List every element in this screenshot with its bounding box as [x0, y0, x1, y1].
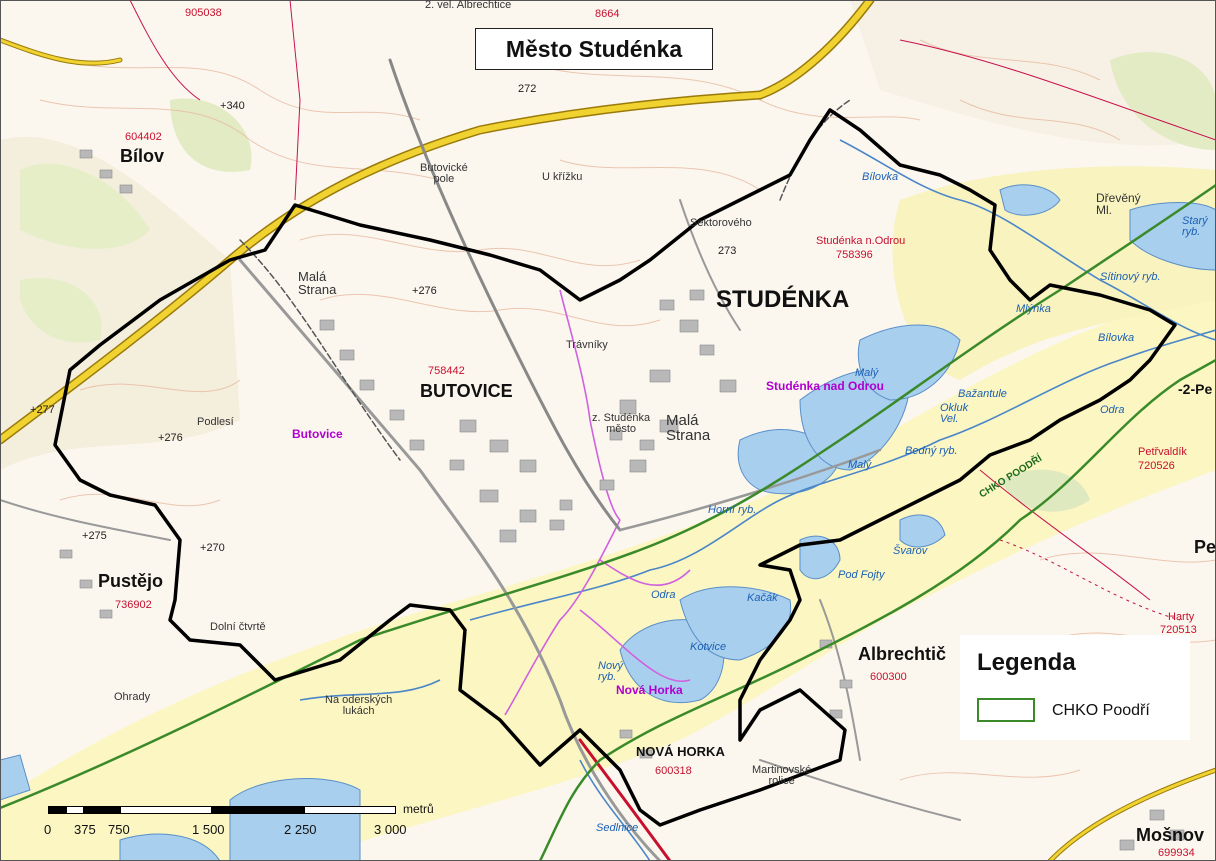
- label-bilovka-2: Bílovka: [1098, 332, 1135, 344]
- label-bazantule: Bažantule: [958, 388, 1007, 400]
- label-mala-strana-1: Malá Strana: [298, 269, 337, 297]
- label-mlynka: Mlýnka: [1016, 303, 1051, 315]
- elev-276b: +276: [158, 432, 183, 444]
- label-stary: Starý ryb.: [1182, 215, 1208, 238]
- map-title-box: Město Studénka: [475, 28, 713, 70]
- label-horni-ryb: Horní ryb.: [708, 504, 757, 516]
- scale-tick-750: 750: [108, 822, 130, 837]
- label-odra-1: Odra: [651, 589, 676, 601]
- scale-tick-2250: 2 250: [284, 822, 317, 837]
- label-nova-horka: NOVÁ HORKA: [636, 744, 725, 759]
- scale-seg-5: [212, 806, 304, 814]
- elev-276a: +276: [412, 285, 437, 297]
- scale-seg-4: [120, 806, 212, 814]
- elev-273: 273: [718, 245, 737, 257]
- elev-275: +275: [82, 530, 107, 542]
- label-butovicke-pole: Butovické pole: [420, 162, 468, 185]
- label-butovice: BUTOVICE: [420, 381, 513, 401]
- label-mala-strana-2: Malá Strana: [666, 412, 711, 444]
- scale-bar: metrů 0 375 750 1 500 2 250 3 000: [40, 800, 434, 840]
- label-bilov: Bílov: [120, 146, 165, 166]
- label-na-oderskych-lukach: Na oderských lukách: [325, 694, 393, 717]
- code-mosnov: 699934: [1158, 847, 1195, 859]
- label-sektoroveho: Sektorového: [690, 217, 752, 229]
- cad-harty: Harty: [1168, 611, 1195, 623]
- scale-seg-6: [304, 806, 396, 814]
- code-petrvaldik: 720526: [1138, 460, 1175, 472]
- code-top2: 8664: [595, 8, 620, 20]
- code-top: 905038: [185, 7, 222, 19]
- label-svarov: Švarov: [893, 545, 928, 557]
- label-drevny: Dřevěný Ml.: [1096, 191, 1141, 217]
- label-bedny-ryb: Bedný ryb.: [905, 445, 958, 457]
- label-sedlnice: Sedlnice: [596, 822, 639, 834]
- label-ohrady: Ohrady: [114, 691, 151, 703]
- label-travniky: Trávníky: [566, 339, 608, 351]
- label-odra-2: Odra: [1100, 404, 1125, 416]
- purple-nova-horka: Nová Horka: [616, 683, 683, 697]
- scale-tick-375: 375: [74, 822, 96, 837]
- label-2-pe: -2-Pe: [1178, 381, 1213, 397]
- label-dolni-ctvrte: Dolní čtvrtě: [210, 621, 266, 633]
- code-nova-horka: 600318: [655, 765, 692, 777]
- label-u-krizku: U křížku: [542, 171, 583, 183]
- label-albrechticky: Albrechtič: [858, 644, 947, 664]
- label-mosnov: Mošnov: [1136, 825, 1205, 845]
- label-bilovka-1: Bílovka: [862, 171, 899, 183]
- scale-tick-0: 0: [44, 822, 52, 837]
- label-alb-top: 2. vel. Albrechtice: [425, 0, 512, 11]
- purple-studenka: Studénka nad Odrou: [766, 379, 885, 393]
- scale-tick-1500: 1 500: [192, 822, 225, 837]
- elev-340: +340: [220, 100, 245, 112]
- label-maly-2: Malý: [848, 459, 872, 471]
- cad-studenka: Studénka n.Odrou: [816, 235, 906, 247]
- label-sitinovy: Sítinový ryb.: [1100, 271, 1161, 283]
- legend: Legenda CHKO Poodří: [960, 635, 1190, 740]
- label-kacak: Kačák: [747, 592, 778, 604]
- label-pe: Pe: [1194, 537, 1216, 557]
- scale-seg-2: [66, 806, 84, 814]
- label-kotvice: Kotvice: [690, 641, 727, 653]
- scale-tick-3000: 3 000: [374, 822, 407, 837]
- legend-swatch-chko: [977, 698, 1035, 722]
- purple-butovice: Butovice: [292, 427, 343, 441]
- legend-title: Legenda: [977, 649, 1076, 676]
- code-butovice: 758442: [428, 365, 465, 377]
- legend-label-chko: CHKO Poodří: [1052, 702, 1150, 719]
- scale-unit: metrů: [403, 802, 434, 816]
- scale-seg-1: [48, 806, 66, 814]
- label-studenka: STUDÉNKA: [716, 286, 850, 313]
- elev-270: +270: [200, 542, 225, 554]
- code-bilov: 604402: [125, 131, 162, 143]
- scale-seg-3: [84, 806, 120, 814]
- label-martinovske-rolice: Martinovské rolice: [752, 764, 812, 787]
- label-z-studenka: z. Studénka město: [592, 412, 651, 435]
- code-studenka: 758396: [836, 249, 873, 261]
- map-title: Město Studénka: [505, 35, 683, 62]
- code-harty: 720513: [1160, 624, 1197, 636]
- label-okluk: Okluk Vel.: [940, 402, 969, 425]
- label-pustejov: Pustějo: [98, 571, 164, 591]
- elev-272: 272: [518, 83, 537, 95]
- cad-petrvaldik: Petřvaldík: [1138, 446, 1187, 458]
- code-pustejov: 736902: [115, 599, 152, 611]
- label-pod-fojty: Pod Fojty: [838, 569, 885, 581]
- label-podlesi: Podlesí: [197, 416, 234, 428]
- label-novy-ryb: Nový ryb.: [598, 660, 624, 683]
- label-maly-1: Malý: [855, 367, 879, 379]
- elev-277: +277: [30, 404, 55, 416]
- code-albrechticky: 600300: [870, 671, 907, 683]
